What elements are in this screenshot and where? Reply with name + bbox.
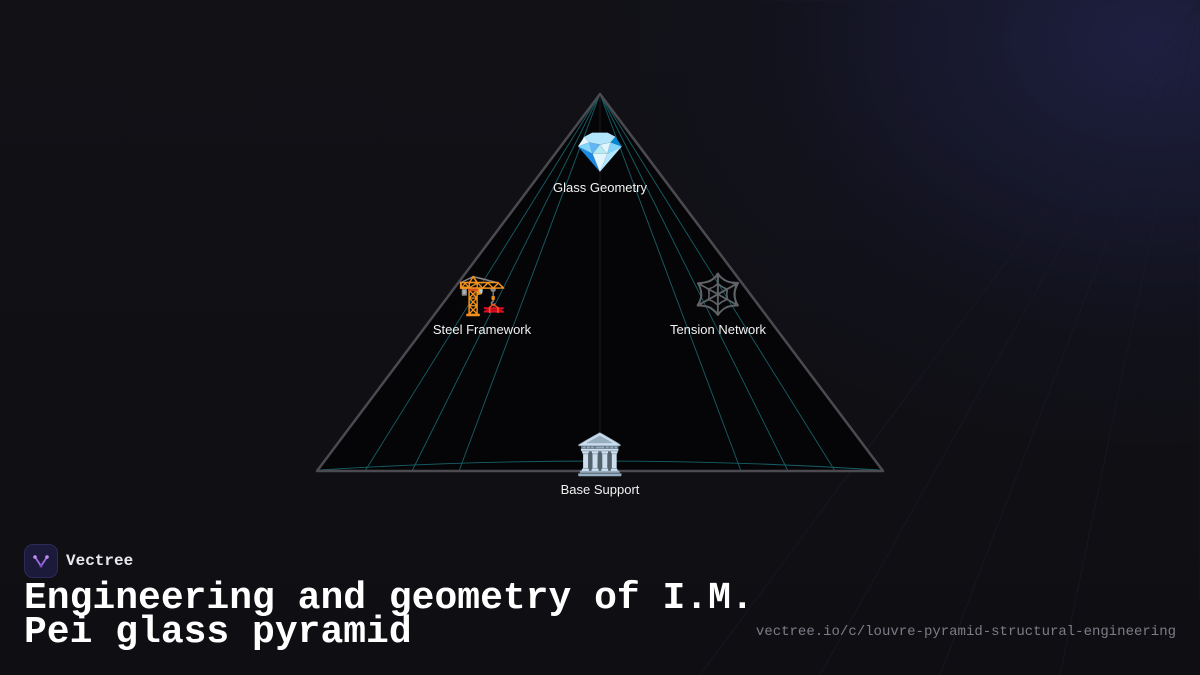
node-steel-framework: 🏗️ Steel Framework xyxy=(402,272,562,337)
crane-icon: 🏗️ xyxy=(457,272,507,318)
page-url: vectree.io/c/louvre-pyramid-structural-e… xyxy=(755,624,1176,640)
node-label: Steel Framework xyxy=(432,322,532,337)
pyramid-outline xyxy=(315,92,885,473)
node-tension-network: 🕸️ Tension Network xyxy=(638,272,798,337)
classical-building-icon: 🏛️ xyxy=(575,432,625,478)
brand-name: Vectree xyxy=(66,552,134,570)
vectree-logo-icon xyxy=(24,544,58,578)
node-label: Base Support xyxy=(560,482,640,497)
brand: Vectree xyxy=(24,544,133,578)
node-glass-geometry: 💎 Glass Geometry xyxy=(520,130,680,195)
gem-icon: 💎 xyxy=(575,130,625,176)
node-label: Glass Geometry xyxy=(553,180,647,195)
page-title: Engineering and geometry of I.M. Pei gla… xyxy=(24,577,754,654)
spider-web-icon: 🕸️ xyxy=(693,272,743,318)
node-label: Tension Network xyxy=(669,322,767,337)
node-base-support: 🏛️ Base Support xyxy=(520,432,680,497)
pyramid-inner-lines xyxy=(319,93,881,472)
